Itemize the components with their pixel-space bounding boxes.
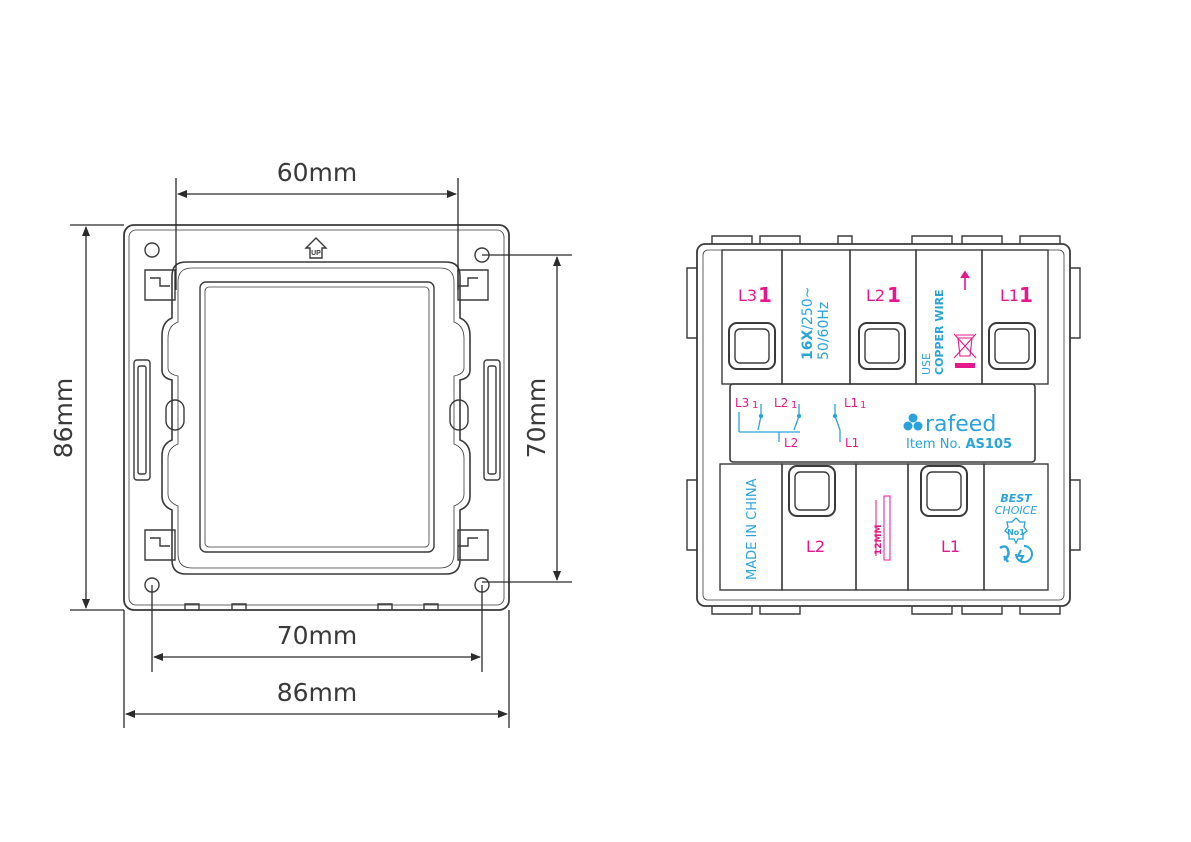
svg-text:L1: L1 bbox=[844, 396, 858, 410]
svg-text:L2: L2 bbox=[774, 396, 788, 410]
module-body bbox=[696, 243, 1071, 607]
up-mark: UP bbox=[304, 237, 328, 259]
made-in-china: MADE IN CHINA bbox=[745, 478, 760, 580]
terminal-label-l2: L2 bbox=[866, 286, 885, 305]
svg-text:USE: USE bbox=[920, 353, 933, 375]
dim-bottom-outer: 86mm bbox=[277, 678, 358, 707]
best-choice-badge: BEST CHOICE No1 bbox=[995, 492, 1038, 563]
top-terminal-labels: L3 1 L2 1 L1 1 bbox=[738, 283, 1033, 307]
svg-text:COPPER WIRE: COPPER WIRE bbox=[933, 289, 946, 375]
svg-text:CHOICE: CHOICE bbox=[995, 504, 1038, 517]
svg-text:L3: L3 bbox=[735, 396, 749, 410]
rating-label: 16X/250~ 50/60Hz bbox=[800, 287, 832, 360]
svg-text:UP: UP bbox=[311, 250, 321, 257]
weee-bin-icon bbox=[953, 333, 977, 368]
svg-text:BEST: BEST bbox=[1000, 492, 1033, 505]
brand-name: rafeed bbox=[925, 412, 996, 437]
dim-right-height: 70mm bbox=[522, 378, 551, 459]
svg-text:1: 1 bbox=[752, 400, 758, 411]
back-view bbox=[686, 235, 1081, 615]
rafeed-logo: rafeed bbox=[903, 412, 996, 437]
copper-wire-label: USE COPPER WIRE bbox=[920, 289, 946, 375]
frame-outline bbox=[123, 224, 510, 611]
svg-text:1: 1 bbox=[791, 400, 797, 411]
wiring-schematic: L3 1 L2 1 L1 1 L2 L1 bbox=[735, 396, 866, 450]
svg-text:1: 1 bbox=[758, 283, 772, 307]
dim-bottom-inner: 70mm bbox=[277, 621, 358, 650]
terminal-label-bottom-l2: L2 bbox=[806, 537, 825, 556]
svg-text:L1: L1 bbox=[845, 436, 859, 450]
svg-text:1: 1 bbox=[1019, 283, 1033, 307]
svg-text:50/60Hz: 50/60Hz bbox=[816, 302, 832, 360]
terminal-label-bottom-l1: L1 bbox=[941, 537, 960, 556]
dim-top-width: 60mm bbox=[277, 158, 358, 187]
svg-text:No1: No1 bbox=[1007, 528, 1025, 537]
screw-hole-top-left bbox=[144, 242, 160, 258]
svg-text:12MM: 12MM bbox=[874, 525, 884, 555]
svg-text:1: 1 bbox=[860, 400, 866, 411]
terminal-label-l3: L3 bbox=[738, 286, 757, 305]
terminal-label-l1: L1 bbox=[1000, 286, 1019, 305]
up-arrow-icon bbox=[960, 270, 970, 290]
dim-left-height: 86mm bbox=[49, 378, 78, 459]
svg-text:1: 1 bbox=[887, 283, 901, 307]
svg-text:L2: L2 bbox=[784, 436, 798, 450]
front-dimensions bbox=[70, 178, 572, 728]
item-number: Item No. AS105 bbox=[906, 437, 1012, 452]
front-view: UP bbox=[123, 224, 510, 611]
svg-text:16X/250~: 16X/250~ bbox=[800, 287, 816, 360]
strip-gauge: 12MM bbox=[874, 495, 891, 561]
